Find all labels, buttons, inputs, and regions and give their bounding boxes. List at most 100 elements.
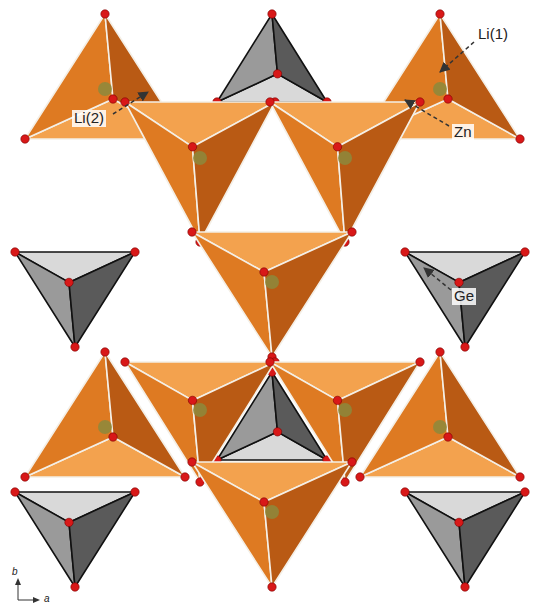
oxygen-atom xyxy=(436,10,444,18)
tetrahedron-face xyxy=(125,362,200,482)
oxygen-atom xyxy=(455,278,463,286)
oxygen-atom xyxy=(131,488,139,496)
leader-lines xyxy=(113,42,474,290)
oxygen-atom xyxy=(11,488,19,496)
cation-atom xyxy=(98,82,112,96)
tetrahedron-face xyxy=(193,102,276,242)
oxygen-atom xyxy=(416,358,424,366)
germanium-tetrahedron xyxy=(11,488,139,591)
oxygen-atom xyxy=(401,248,409,256)
atom-label: Zn xyxy=(452,124,474,141)
oxygen-atom xyxy=(273,70,281,78)
axis-arrows xyxy=(15,578,40,603)
tetrahedron-face xyxy=(272,14,327,102)
tetrahedron-face xyxy=(405,492,465,587)
oxygen-atom xyxy=(348,228,356,236)
tetrahedron-face xyxy=(15,252,75,347)
oxygen-atom xyxy=(188,458,196,466)
germanium-tetrahedron xyxy=(11,248,139,351)
lithium-zinc-tetrahedron xyxy=(188,228,356,361)
axis-label: a xyxy=(42,593,52,604)
oxygen-atom xyxy=(101,348,109,356)
tetrahedron-face xyxy=(264,462,352,587)
oxygen-atom xyxy=(436,348,444,356)
oxygen-atom xyxy=(109,95,117,103)
cation-atom xyxy=(338,403,352,417)
oxygen-atom xyxy=(71,583,79,591)
cation-atom xyxy=(338,151,352,165)
tetrahedron-face xyxy=(69,492,135,587)
atom-label: Ge xyxy=(452,288,476,305)
oxygen-atom xyxy=(401,488,409,496)
cation-atom xyxy=(433,82,447,96)
oxygen-atom xyxy=(181,473,189,481)
tetrahedron-face xyxy=(270,102,345,242)
oxygen-atom xyxy=(333,143,341,151)
tetrahedron-face xyxy=(25,352,113,477)
oxygen-atom xyxy=(65,518,73,526)
oxygen-atom xyxy=(11,248,19,256)
tetrahedron-face xyxy=(459,492,525,587)
tetrahedron-face xyxy=(217,14,278,102)
oxygen-atom xyxy=(444,95,452,103)
tetrahedron-face xyxy=(192,232,272,357)
lithium-zinc-tetrahedron xyxy=(188,458,356,591)
oxygen-atom xyxy=(521,488,529,496)
oxygen-atom xyxy=(341,478,349,486)
oxygen-atom xyxy=(444,433,452,441)
tetrahedron-face xyxy=(125,102,200,242)
tetrahedron-face xyxy=(192,462,272,587)
tetrahedron-face xyxy=(440,14,520,139)
oxygen-atom xyxy=(268,10,276,18)
tetrahedron-face xyxy=(264,232,352,357)
oxygen-atom xyxy=(121,358,129,366)
oxygen-atom xyxy=(461,583,469,591)
tetrahedron-face xyxy=(440,352,520,477)
tetrahedron-face xyxy=(15,492,75,587)
germanium-tetrahedron xyxy=(401,488,529,591)
oxygen-atom xyxy=(101,10,109,18)
oxygen-atom xyxy=(65,278,73,286)
oxygen-atom xyxy=(188,228,196,236)
oxygen-atom xyxy=(273,428,281,436)
oxygen-atom xyxy=(266,358,274,366)
oxygen-atom xyxy=(333,396,341,404)
oxygen-atom xyxy=(109,433,117,441)
tetrahedron-face xyxy=(338,362,421,482)
germanium-tetrahedron xyxy=(213,10,331,106)
oxygen-atom xyxy=(188,396,196,404)
oxygen-atom xyxy=(416,98,424,106)
cation-atom xyxy=(98,420,112,434)
oxygen-atom xyxy=(21,473,29,481)
oxygen-atom xyxy=(455,518,463,526)
cation-atom xyxy=(193,403,207,417)
lithium-zinc-tetrahedron xyxy=(121,98,279,246)
oxygen-atom xyxy=(516,473,524,481)
tetrahedron-face xyxy=(69,252,135,347)
oxygen-atom xyxy=(188,143,196,151)
oxygen-atom xyxy=(516,135,524,143)
oxygen-atom xyxy=(266,98,274,106)
lithium-zinc-tetrahedron xyxy=(266,98,424,246)
oxygen-atom xyxy=(348,458,356,466)
oxygen-atom xyxy=(71,343,79,351)
oxygen-atom xyxy=(260,498,268,506)
oxygen-atom xyxy=(461,343,469,351)
atom-label: Li(1) xyxy=(476,26,510,43)
cation-atom xyxy=(193,151,207,165)
tetrahedron-face xyxy=(25,14,113,139)
cation-atom xyxy=(265,505,279,519)
germanium-tetrahedron xyxy=(401,248,529,351)
axis-label: b xyxy=(10,566,20,577)
tetrahedron-face xyxy=(338,102,421,242)
oxygen-atom xyxy=(131,248,139,256)
oxygen-atom xyxy=(356,473,364,481)
oxygen-atom xyxy=(260,268,268,276)
cation-atom xyxy=(265,275,279,289)
oxygen-atom xyxy=(268,583,276,591)
oxygen-atom xyxy=(21,135,29,143)
cation-atom xyxy=(433,420,447,434)
oxygen-atom xyxy=(521,248,529,256)
atom-label: Li(2) xyxy=(72,110,106,127)
